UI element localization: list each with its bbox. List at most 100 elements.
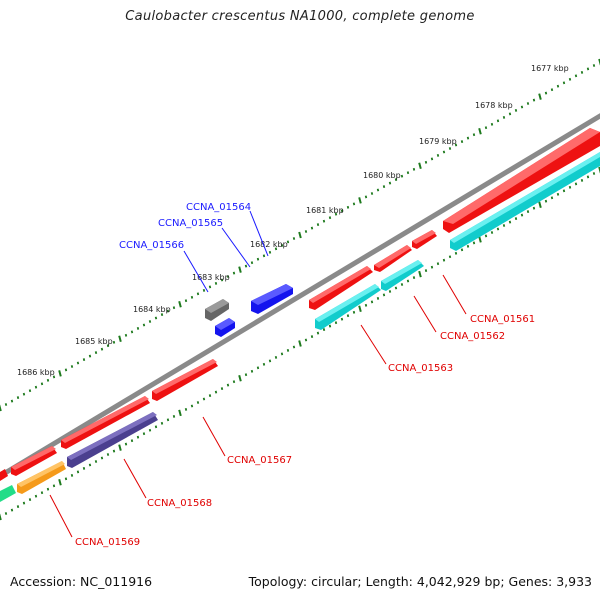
minor-tick <box>202 288 206 292</box>
cds-feature-blue-top <box>215 318 235 330</box>
minor-tick <box>346 314 350 318</box>
minor-tick <box>280 352 284 356</box>
minor-tick <box>412 167 416 171</box>
minor-tick <box>280 243 284 247</box>
minor-tick <box>382 185 386 189</box>
minor-tick <box>430 157 434 161</box>
cds-feature-red[interactable] <box>0 469 8 481</box>
major-tick <box>358 197 362 204</box>
tick-label: 1683 kbp <box>192 273 230 282</box>
minor-tick <box>568 77 572 81</box>
minor-tick <box>76 361 80 365</box>
major-tick <box>178 300 182 308</box>
minor-tick <box>532 206 536 210</box>
tick-label: 1677 kbp <box>531 64 569 73</box>
minor-tick <box>502 115 506 119</box>
minor-tick <box>574 74 578 78</box>
gene-label[interactable]: CCNA_01561 <box>470 314 535 325</box>
major-tick <box>58 479 62 486</box>
minor-tick <box>46 487 50 491</box>
minor-tick <box>148 320 152 323</box>
minor-tick <box>262 362 266 366</box>
minor-tick <box>124 333 128 337</box>
minor-tick <box>142 323 146 327</box>
cds-feature-red-top <box>61 396 149 443</box>
cds-feature-cyan[interactable] <box>315 284 381 330</box>
cds-feature-green[interactable] <box>0 485 16 502</box>
gene-label[interactable]: CCNA_01567 <box>227 455 292 466</box>
minor-tick <box>124 442 128 446</box>
minor-tick <box>370 300 374 304</box>
minor-tick <box>490 231 494 234</box>
minor-tick <box>10 508 14 512</box>
minor-tick <box>46 378 50 382</box>
leader-line <box>249 210 269 257</box>
gene-label[interactable]: CCNA_01563 <box>388 363 453 374</box>
gene-label[interactable]: CCNA_01562 <box>440 331 505 342</box>
minor-tick <box>592 172 596 175</box>
minor-tick <box>160 313 164 317</box>
minor-tick <box>208 394 212 398</box>
minor-tick <box>154 316 158 320</box>
minor-tick <box>136 435 140 439</box>
minor-tick <box>208 285 212 289</box>
minor-tick <box>406 279 410 283</box>
tick-label: 1684 kbp <box>133 305 171 314</box>
minor-tick <box>220 387 224 391</box>
cds-features <box>0 128 600 502</box>
minor-tick <box>472 241 476 245</box>
tick-track-upper <box>0 58 600 412</box>
minor-tick <box>184 299 188 303</box>
minor-tick <box>166 418 170 422</box>
minor-tick <box>508 220 512 224</box>
minor-tick <box>376 188 380 192</box>
cds-feature-cyan-top <box>315 284 379 322</box>
major-tick <box>478 236 482 243</box>
minor-tick <box>496 119 500 123</box>
minor-tick <box>520 213 524 217</box>
minor-tick <box>388 290 392 293</box>
cds-feature-orange-top <box>17 461 65 487</box>
leader-line <box>49 494 73 538</box>
cds-feature-blue-top <box>251 284 293 305</box>
gene-label[interactable]: CCNA_01564 <box>186 202 251 213</box>
major-tick <box>358 305 362 313</box>
gene-label[interactable]: CCNA_01569 <box>75 537 140 548</box>
minor-tick <box>190 295 194 299</box>
major-tick <box>0 404 2 412</box>
minor-tick <box>322 328 326 332</box>
gene-label[interactable]: CCNA_01566 <box>119 240 184 251</box>
map-title: Caulobacter crescentus NA1000, complete … <box>125 9 475 24</box>
gene-labels: CCNA_01564 CCNA_01565 CCNA_01566 CCNA_01… <box>75 202 535 548</box>
tick-label: 1681 kbp <box>306 206 344 215</box>
minor-tick <box>550 88 554 92</box>
tick-label: 1678 kbp <box>475 101 513 110</box>
minor-tick <box>94 351 98 355</box>
minor-tick <box>214 390 218 394</box>
cds-feature-red-top <box>412 230 436 244</box>
minor-tick <box>544 199 548 203</box>
minor-tick <box>496 227 500 231</box>
minor-tick <box>100 347 104 351</box>
minor-tick <box>460 140 464 144</box>
tick-track-lower <box>0 166 600 521</box>
tick-label: 1680 kbp <box>363 171 401 180</box>
tick-label: 1679 kbp <box>419 137 457 146</box>
minor-tick <box>70 365 74 368</box>
minor-tick <box>514 217 518 221</box>
major-tick <box>178 409 182 417</box>
major-tick <box>238 374 242 382</box>
minor-tick <box>376 296 380 300</box>
gene-label[interactable]: CCNA_01565 <box>158 218 223 229</box>
minor-tick <box>268 359 272 363</box>
minor-tick <box>322 219 326 223</box>
accession-text: Accession: NC_011916 <box>10 574 153 589</box>
tick-label: 1685 kbp <box>75 337 113 346</box>
minor-tick <box>88 463 92 467</box>
minor-tick <box>226 383 230 387</box>
minor-tick <box>400 174 404 178</box>
label-leader-lines <box>49 210 467 538</box>
gene-label[interactable]: CCNA_01568 <box>147 498 212 509</box>
minor-tick <box>82 466 86 470</box>
